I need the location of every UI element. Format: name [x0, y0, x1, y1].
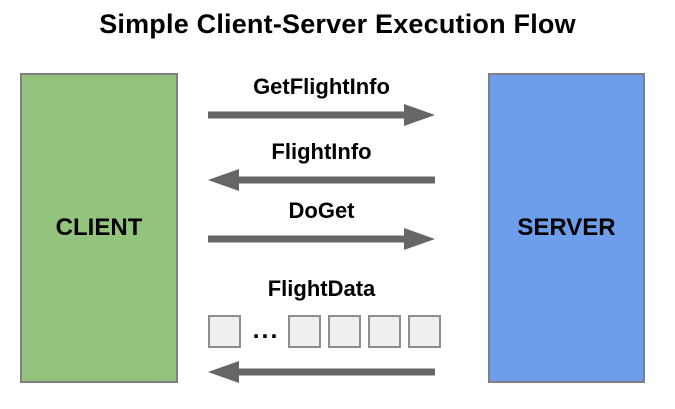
data-chunk-square — [288, 315, 321, 348]
data-chunk-square — [208, 315, 241, 348]
message-label-flightinfo: FlightInfo — [271, 139, 372, 164]
server-node: SERVER — [488, 73, 645, 383]
ellipsis: ... — [252, 315, 280, 344]
data-chunk-square — [408, 315, 441, 348]
arrow-right-icon — [208, 103, 435, 127]
message-label-flightdata: FlightData — [267, 276, 376, 301]
stream-chunks: ... — [208, 315, 441, 348]
client-node: CLIENT — [20, 73, 178, 383]
client-label: CLIENT — [55, 214, 143, 241]
arrow-right-icon — [208, 227, 435, 251]
message-label-getflightinfo: GetFlightInfo — [253, 74, 390, 99]
data-chunk-square — [328, 315, 361, 348]
diagram-title: Simple Client-Server Execution Flow — [99, 9, 576, 39]
arrow-left-icon — [208, 360, 435, 384]
data-chunk-square — [368, 315, 401, 348]
arrow-left-icon — [208, 168, 435, 192]
message-label-doget: DoGet — [288, 198, 355, 223]
server-label: SERVER — [517, 214, 616, 241]
